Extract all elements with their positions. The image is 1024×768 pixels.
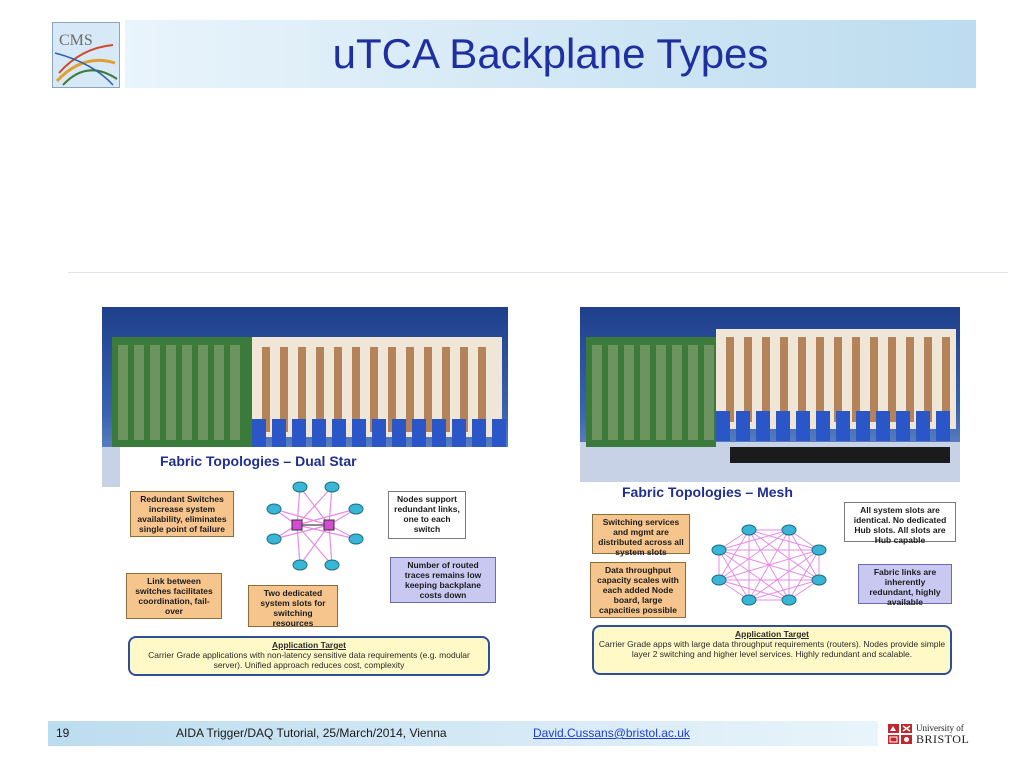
dual-star-diagram: Fabric Topologies – Dual Star Redundant …: [120, 447, 510, 680]
page-number: 19: [56, 726, 70, 740]
callout-system-slots: All system slots are identical. No dedic…: [844, 502, 956, 545]
divider: [68, 272, 1008, 273]
callout-nodes-support: Nodes support redundant links, one to ea…: [388, 491, 466, 539]
mesh-diagram: Fabric Topologies – Mesh Switc: [582, 482, 960, 680]
page-title: uTCA Backplane Types: [332, 30, 769, 77]
footer-event: AIDA Trigger/DAQ Tutorial, 25/March/2014…: [176, 726, 447, 740]
footer-email-link[interactable]: David.Cussans@bristol.ac.uk: [533, 726, 690, 740]
dual-star-application-target: Application Target Carrier Grade applica…: [128, 636, 490, 676]
callout-two-dedicated: Two dedicated system slots for switching…: [248, 585, 338, 628]
target-heading: Application Target: [272, 640, 346, 650]
mesh-topology: [711, 524, 827, 606]
mesh-title: Fabric Topologies – Mesh: [622, 484, 793, 500]
callout-data-throughput: Data throughput capacity scales with eac…: [590, 562, 686, 618]
footer-bar: [48, 721, 878, 746]
cms-logo: CMS: [52, 22, 120, 88]
mesh-application-target: Application Target Carrier Grade apps wi…: [592, 625, 952, 675]
target-text: Carrier Grade applications with non-late…: [148, 650, 470, 670]
target-heading: Application Target: [735, 629, 809, 639]
university-logo: University of BRISTOL: [888, 722, 988, 746]
target-text: Carrier Grade apps with large data throu…: [598, 639, 946, 659]
svg-text:CMS: CMS: [59, 32, 93, 49]
callout-redundant-switches: Redundant Switches increase system avail…: [130, 491, 234, 537]
callout-routed-traces: Number of routed traces remains low keep…: [390, 557, 496, 603]
dual-star-title: Fabric Topologies – Dual Star: [160, 453, 357, 469]
bristol-crest-icon: [888, 724, 912, 744]
callout-fabric-links: Fabric links are inherently redundant, h…: [858, 564, 952, 607]
callout-switching-services: Switching services and mgmt are distribu…: [592, 514, 690, 557]
university-line1: University of: [916, 723, 964, 733]
callout-link-between: Link between switches facilitates coordi…: [126, 573, 222, 619]
university-line2: BRISTOL: [916, 732, 970, 746]
dual-star-topology: [266, 481, 364, 571]
backplane-photo-mesh: [580, 307, 960, 482]
title-bar: [125, 20, 976, 88]
